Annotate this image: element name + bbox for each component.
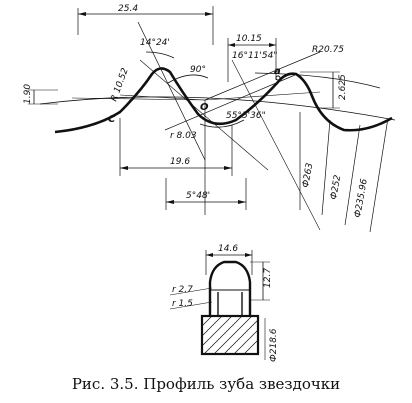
point-a-marker	[275, 75, 281, 81]
tooth-profile-curve	[54, 67, 393, 134]
label-radius-lower: r 1.5	[172, 299, 193, 309]
label-right-angle: 90°	[190, 65, 206, 75]
label-section-diameter: Ф218.6	[269, 328, 279, 362]
label-radius-upper: r 2.7	[172, 285, 193, 295]
point-c-label: C	[108, 114, 116, 125]
label-height-right: 2.625	[338, 74, 348, 100]
label-radius-root: r 8.03	[170, 131, 197, 141]
point-o-label: O	[200, 102, 209, 113]
section-tooth-outline	[208, 260, 252, 316]
label-diameter-235: Ф235.96	[353, 178, 370, 219]
label-section-width: 14.6	[218, 244, 238, 254]
section-hub	[200, 314, 260, 356]
figure-caption: Рис. 3.5. Профиль зуба звездочки	[71, 375, 341, 393]
pitch-circle-arc	[39, 96, 396, 121]
point-a-label: a	[274, 66, 281, 77]
label-angle-bottom: 5°48'	[186, 191, 210, 201]
tooth-section-view	[169, 250, 270, 360]
label-pitch: 25.4	[118, 4, 138, 14]
label-chord: 19.6	[170, 157, 190, 167]
label-diameter-252: Ф252	[329, 174, 343, 201]
label-section-height: 12.7	[263, 268, 273, 288]
label-tooth-angle: 16°11'54"	[232, 51, 277, 61]
label-width-top: 10.15	[236, 34, 262, 44]
outer-arc	[254, 72, 381, 89]
label-angle-top: 14°24'	[140, 38, 170, 48]
label-height-left: 1.90	[23, 84, 33, 104]
label-radius-outer: R20.75	[312, 45, 344, 55]
tooth-profile-view	[28, 6, 396, 233]
label-diameter-263: Ф263	[301, 162, 315, 189]
label-angle-center: 55°5'36"	[226, 111, 266, 121]
